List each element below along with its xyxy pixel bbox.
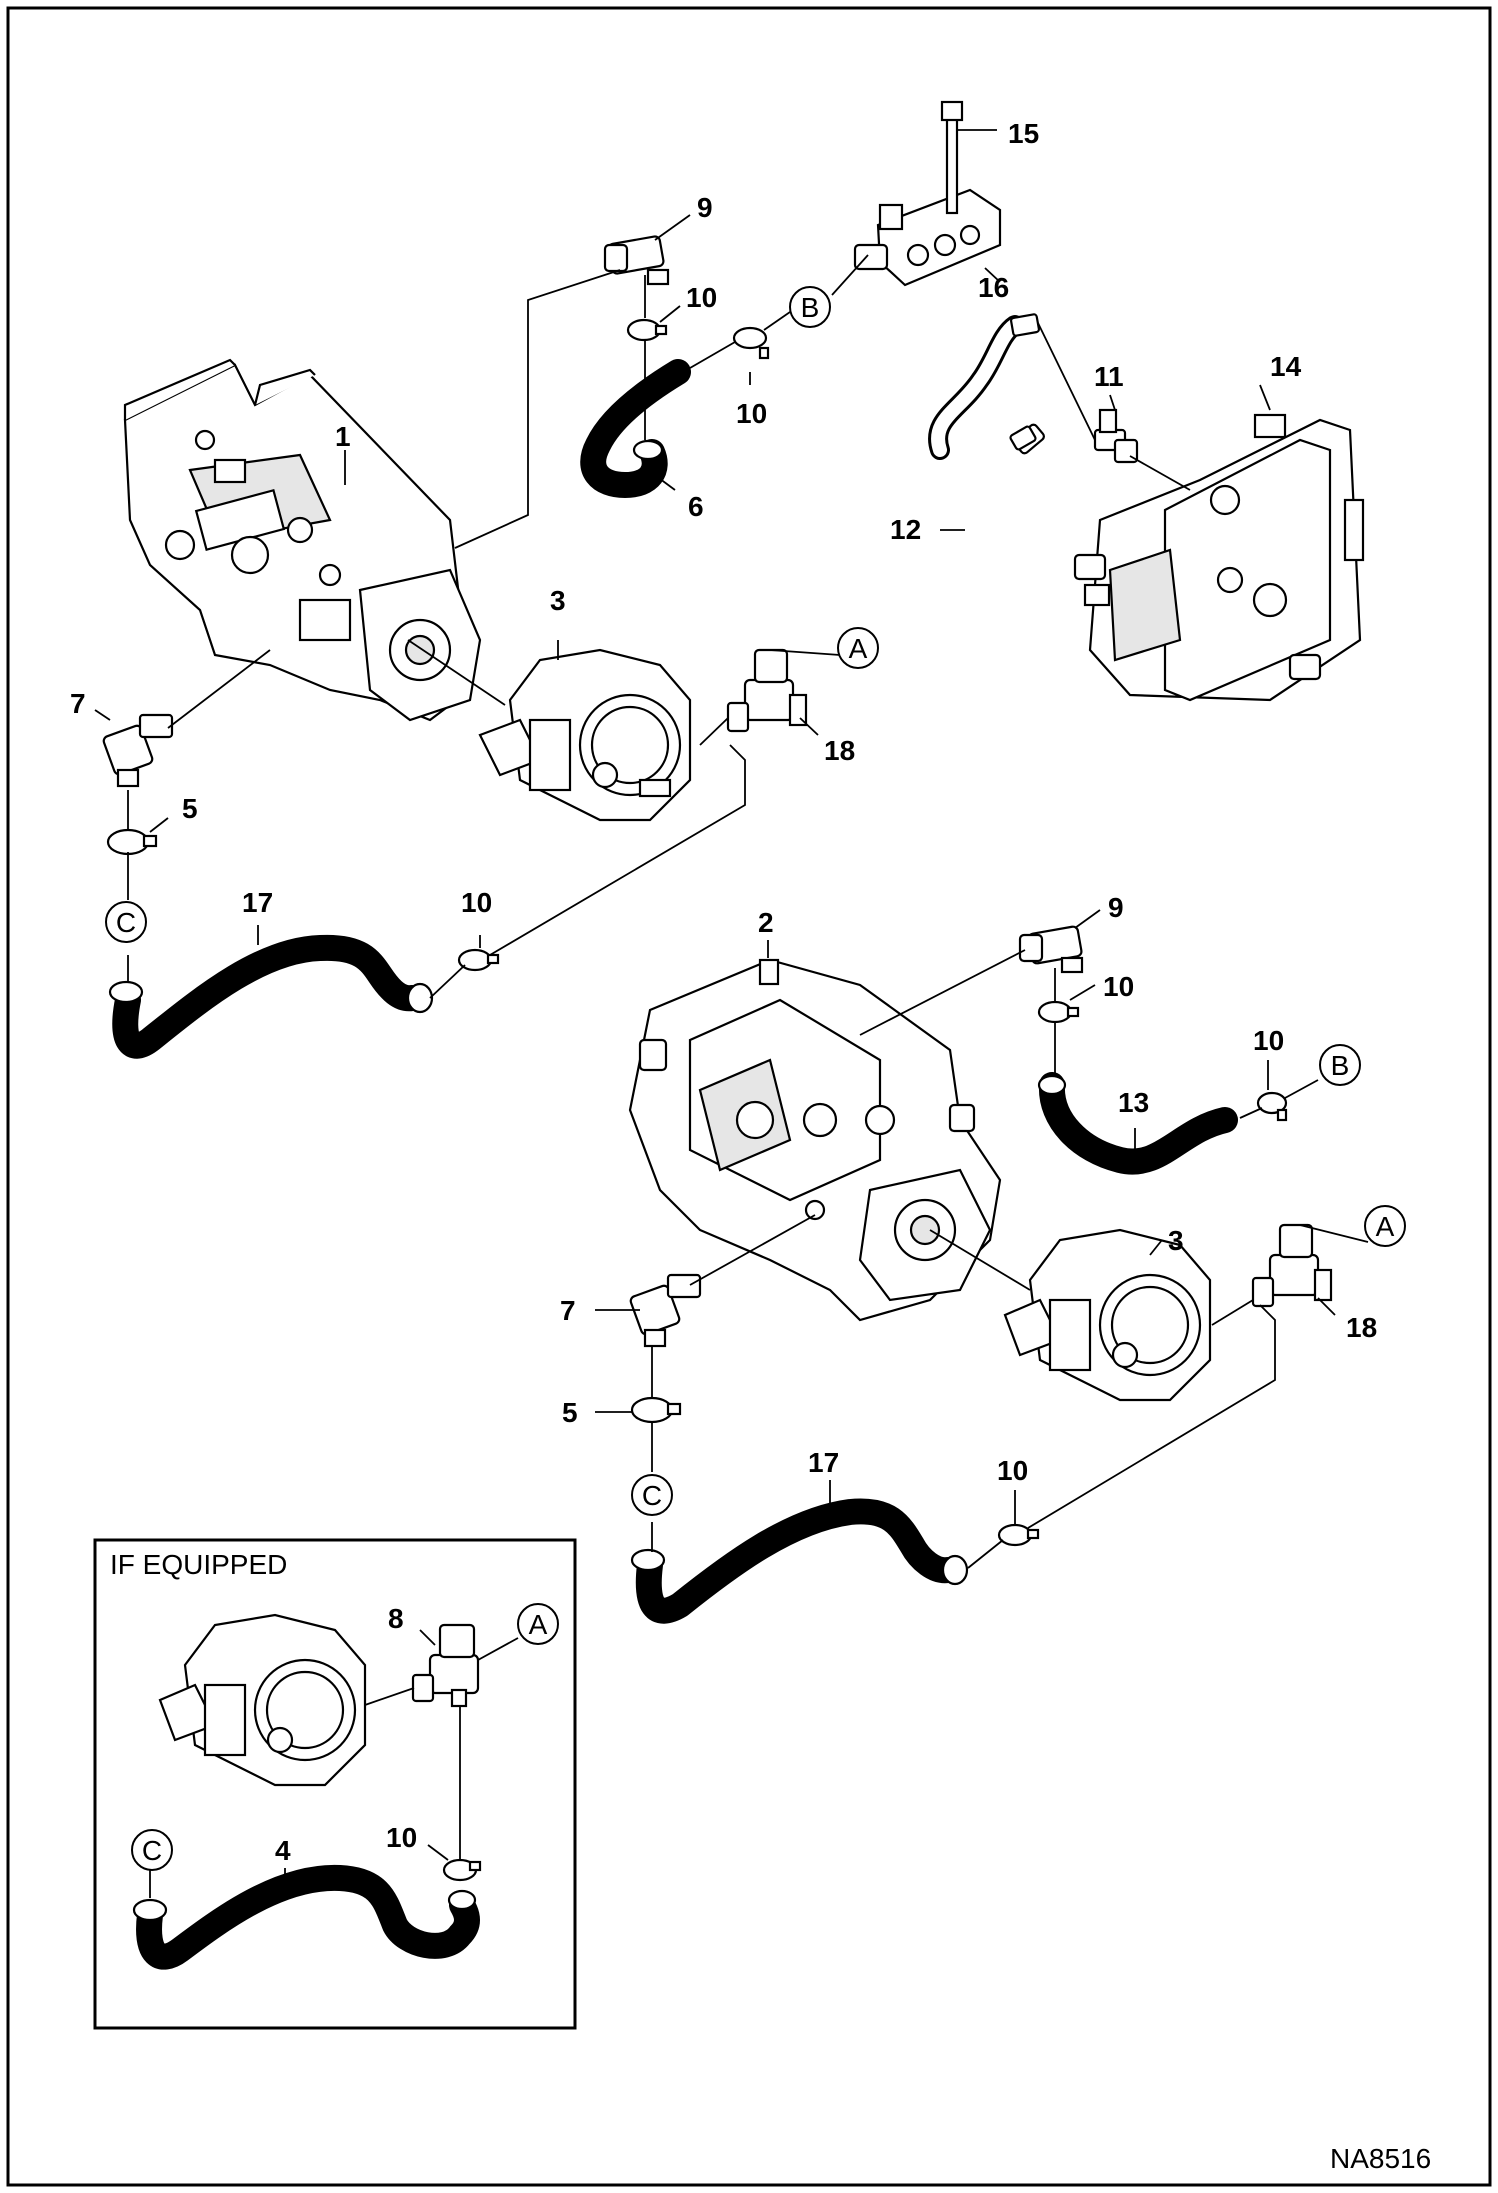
hose-13-end: [1037, 1074, 1067, 1096]
svg-text:A: A: [1376, 1211, 1395, 1242]
leader-lines: [127, 254, 1369, 1898]
fitting-18-upper: [726, 648, 808, 733]
gear-pump-inset: [158, 1613, 367, 1787]
hose-17-lower-end-b: [941, 1554, 969, 1586]
tee-block-16: [853, 188, 1002, 287]
hose-4: [136, 1864, 480, 1970]
tee-fitting-8: [411, 1623, 480, 1708]
label-10-d: 10: [1103, 971, 1134, 1002]
clamp-10-c: [457, 948, 500, 972]
label-10-g: 10: [386, 1822, 417, 1853]
hose-6: [580, 359, 691, 498]
hose-17-upper-end-a: [108, 980, 144, 1004]
hose-17-lower: [635, 1498, 961, 1624]
hose-17-lower-end-a: [630, 1548, 666, 1572]
label-11: 11: [1094, 361, 1124, 392]
label-8: 8: [388, 1603, 404, 1634]
svg-text:A: A: [529, 1609, 548, 1640]
fitting-18-lower: [1251, 1223, 1333, 1308]
callout-ticks: [94, 129, 1336, 1880]
label-9-lower: 9: [1108, 892, 1124, 923]
part-labels: 1 3 9 10 10 6 15 16 11 14 12 18 7 5 17 1…: [70, 118, 1377, 1866]
label-2: 2: [758, 907, 774, 938]
label-5-lower: 5: [562, 1397, 578, 1428]
bolt-15: [940, 100, 964, 215]
label-10-a: 10: [686, 282, 717, 313]
svg-text:C: C: [142, 1835, 162, 1866]
hose-13: [1038, 1072, 1238, 1175]
connector-A-lower: A: [1364, 1205, 1406, 1247]
connector-B-lower: B: [1319, 1044, 1361, 1086]
label-3-lower: 3: [1168, 1225, 1184, 1256]
fitting-11: [1093, 408, 1139, 464]
connector-A-upper: A: [837, 627, 879, 669]
connector-B-upper: B: [789, 286, 831, 328]
label-10-e: 10: [1253, 1025, 1284, 1056]
hose-6-end: [632, 439, 664, 461]
svg-text:C: C: [116, 907, 136, 938]
fitting-7-lower: [629, 1273, 702, 1348]
label-7-upper: 7: [70, 688, 86, 719]
label-17-upper: 17: [242, 887, 273, 918]
label-17-lower: 17: [808, 1447, 839, 1478]
fitting-7-upper: [102, 713, 174, 788]
clamp-10-a: [626, 318, 668, 342]
label-3-upper: 3: [550, 585, 566, 616]
hose-17-upper-end-b: [406, 982, 434, 1014]
figure-code: NA8516: [1330, 2143, 1431, 2174]
label-14: 14: [1270, 351, 1302, 382]
hydrostatic-pump-2: [628, 958, 1002, 1322]
label-10-c: 10: [461, 887, 492, 918]
clamp-5-upper: [106, 828, 158, 856]
hose-17-upper: [112, 934, 425, 1059]
label-10-f: 10: [997, 1455, 1028, 1486]
label-12: 12: [890, 514, 921, 545]
label-1: 1: [335, 421, 351, 452]
inset-frame: [93, 1538, 577, 2030]
hose-4-end-a: [132, 1898, 168, 1922]
control-valve-14: [1073, 413, 1365, 702]
label-13: 13: [1118, 1087, 1149, 1118]
clamp-10-g: [442, 1858, 482, 1882]
svg-text:C: C: [642, 1480, 662, 1511]
svg-text:A: A: [849, 633, 868, 664]
connector-A-inset: A: [517, 1603, 559, 1645]
label-18-upper: 18: [824, 735, 855, 766]
fitting-9-upper: [603, 235, 670, 286]
clamp-10-b: [732, 326, 770, 360]
svg-text:B: B: [1331, 1050, 1350, 1081]
connector-C-lower: C: [631, 1474, 673, 1516]
clamp-10-f: [997, 1523, 1040, 1547]
label-7-lower: 7: [560, 1295, 576, 1326]
connector-C-upper: C: [105, 901, 147, 943]
gear-pump-3-lower: [1003, 1228, 1212, 1402]
label-4: 4: [275, 1835, 291, 1866]
label-9-upper: 9: [697, 192, 713, 223]
fitting-9-lower: [1018, 925, 1084, 974]
connector-C-inset: C: [131, 1829, 173, 1871]
clamp-10-d: [1037, 1000, 1080, 1024]
label-18-lower: 18: [1346, 1312, 1377, 1343]
hose-12-end-b: [1010, 313, 1040, 337]
inset-title: IF EQUIPPED: [110, 1549, 287, 1580]
clamp-5-lower: [630, 1396, 682, 1424]
label-6: 6: [688, 491, 704, 522]
label-5-upper: 5: [182, 793, 198, 824]
label-16: 16: [978, 272, 1009, 303]
gear-pump-3-upper: [478, 648, 692, 822]
hose-4-end-b: [447, 1889, 477, 1911]
svg-text:B: B: [801, 292, 820, 323]
label-10-b: 10: [736, 398, 767, 429]
hydrostatic-pump-1: [123, 358, 482, 722]
label-15: 15: [1008, 118, 1039, 149]
clamp-10-e: [1256, 1091, 1288, 1122]
outer-frame: [6, 6, 1492, 2187]
